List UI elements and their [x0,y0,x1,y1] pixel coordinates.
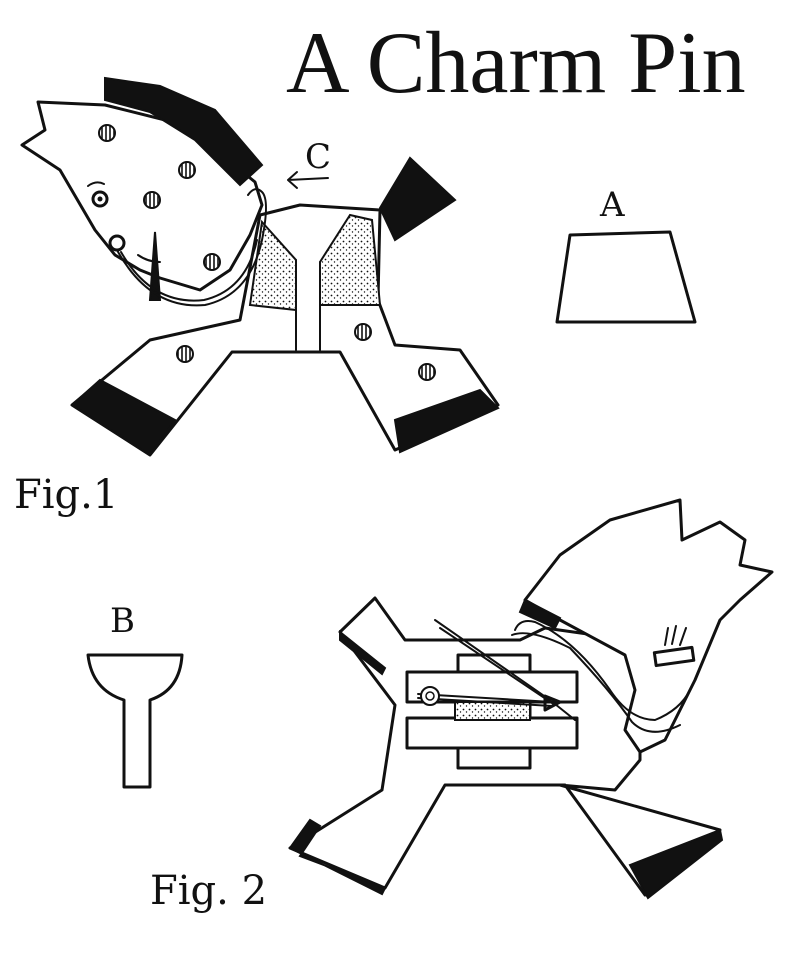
pointer-c-label: C [305,137,331,177]
edge-shade-2 [288,818,387,896]
saddle-right [319,213,382,306]
pointer-c-arrow [287,171,329,189]
front-hoof [70,378,177,457]
head-spots [98,124,221,271]
pattern-b-piece [86,653,184,789]
pattern-b-label: B [110,601,135,641]
fig1-label: Fig.1 [14,472,118,518]
thread-ends [664,625,687,646]
edge-shade-1 [339,629,387,676]
nose-bead [108,234,126,252]
fig2-horse-back [288,498,774,900]
tail [378,156,457,242]
strip-bottom [405,716,579,750]
fig1-horse: C [20,76,500,457]
mane [104,76,264,187]
ear-tab [148,231,162,301]
edge-shade-3 [628,828,724,900]
pattern-a-label: A [599,185,625,225]
head-tag [652,645,696,668]
pattern-a-piece [555,230,697,324]
rear-hoof [393,388,500,454]
body-spots [176,323,436,381]
mane-back [518,598,562,630]
safety-pin [417,686,562,712]
fig2-label: Fig. 2 [150,868,267,914]
page-title: A Charm Pin [286,15,746,112]
